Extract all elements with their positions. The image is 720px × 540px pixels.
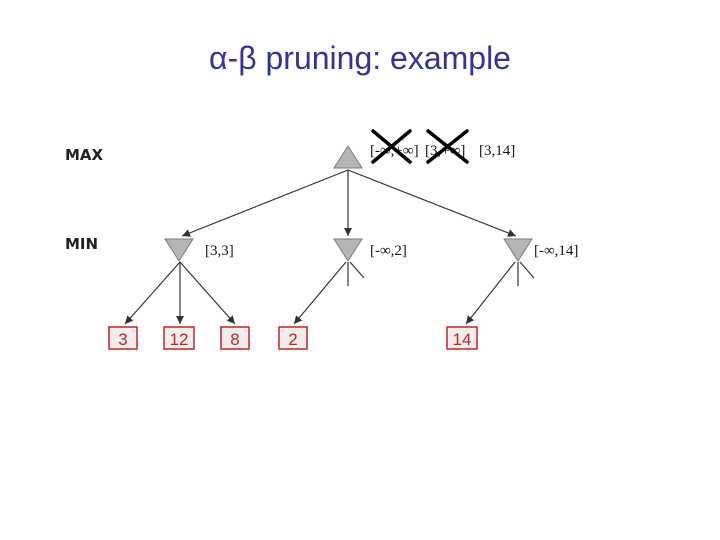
min-node-3-interval: [-∞,14] [534, 243, 578, 259]
edge-min1-leaf3 [179, 261, 236, 325]
leaf-value-4: 2 [288, 330, 297, 349]
min-node-1-interval: [3,3] [205, 243, 234, 259]
leaf-value-5: 14 [453, 330, 472, 349]
leaf-value-2: 12 [170, 330, 189, 349]
cross-mark-2 [426, 129, 469, 164]
edge-root-min1 [181, 169, 349, 237]
leaf-value-1: 3 [118, 330, 127, 349]
leaf-value-3: 8 [230, 330, 239, 349]
cross-mark-1 [371, 129, 412, 164]
max-root-node [333, 145, 363, 169]
min-node-2 [333, 238, 363, 262]
slide-title: α-β pruning: example [209, 40, 511, 76]
leaf-node-5: 14 [446, 326, 478, 350]
leaf-node-3: 8 [220, 326, 250, 350]
edge-root-min3 [347, 169, 517, 237]
pruned-stub-min3-right [519, 261, 535, 279]
root-interval-current: [3,14] [479, 143, 515, 159]
max-level-label: MAX [65, 146, 104, 164]
edge-min2-leaf4 [293, 261, 347, 325]
min-level-label: MIN [65, 235, 98, 253]
leaf-node-2: 12 [163, 326, 195, 350]
min-node-3 [503, 238, 533, 262]
edge-min3-leaf5 [465, 261, 516, 325]
min-node-1 [164, 238, 194, 262]
edge-min1-leaf1 [124, 261, 181, 325]
pruned-stub-min2-right [349, 261, 365, 279]
leaf-node-4: 2 [278, 326, 308, 350]
min-node-2-interval: [-∞,2] [370, 243, 407, 259]
leaf-node-1: 3 [108, 326, 138, 350]
